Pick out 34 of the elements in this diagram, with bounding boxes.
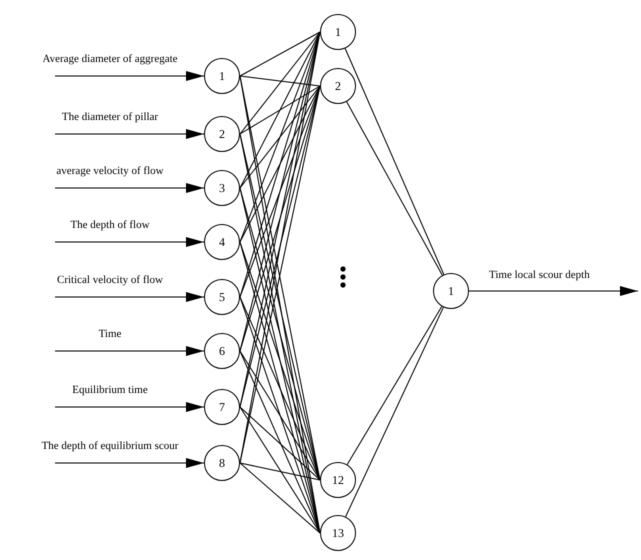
connection-line (240, 32, 320, 134)
connection-line (240, 406, 320, 534)
connection-line (240, 76, 320, 86)
arrow (54, 237, 204, 247)
input-label: The diameter of pillar (62, 111, 158, 123)
input-label: average velocity of flow (56, 165, 164, 177)
input-label: Time (98, 328, 122, 340)
arrow (54, 292, 204, 302)
output-label: Time local scour depth (489, 269, 590, 281)
connection-line (346, 306, 442, 466)
connection-line (346, 101, 443, 276)
input-label: The depth of flow (70, 219, 150, 231)
arrow (54, 402, 204, 412)
connection-line (240, 406, 320, 480)
connection-line (240, 32, 320, 188)
connection-line (240, 350, 320, 480)
arrow (54, 183, 204, 193)
input-label: The depth of equilibrium scour (42, 440, 178, 452)
input-label: Critical velocity of flow (57, 274, 163, 286)
connection-line (345, 306, 444, 518)
arrow (54, 129, 204, 139)
arrow (468, 286, 638, 296)
connection-line (344, 48, 444, 275)
input-label: Equilibrium time (72, 384, 148, 396)
arrow (54, 458, 204, 468)
connection-line (240, 86, 320, 242)
connection-line (240, 462, 320, 534)
connection-line (240, 86, 320, 188)
connection-line (240, 86, 320, 134)
connection-line (240, 32, 320, 76)
connection-line (240, 462, 320, 480)
arrow (54, 71, 204, 81)
arrow (54, 346, 204, 356)
input-label: Average diameter of aggregate (42, 53, 178, 65)
